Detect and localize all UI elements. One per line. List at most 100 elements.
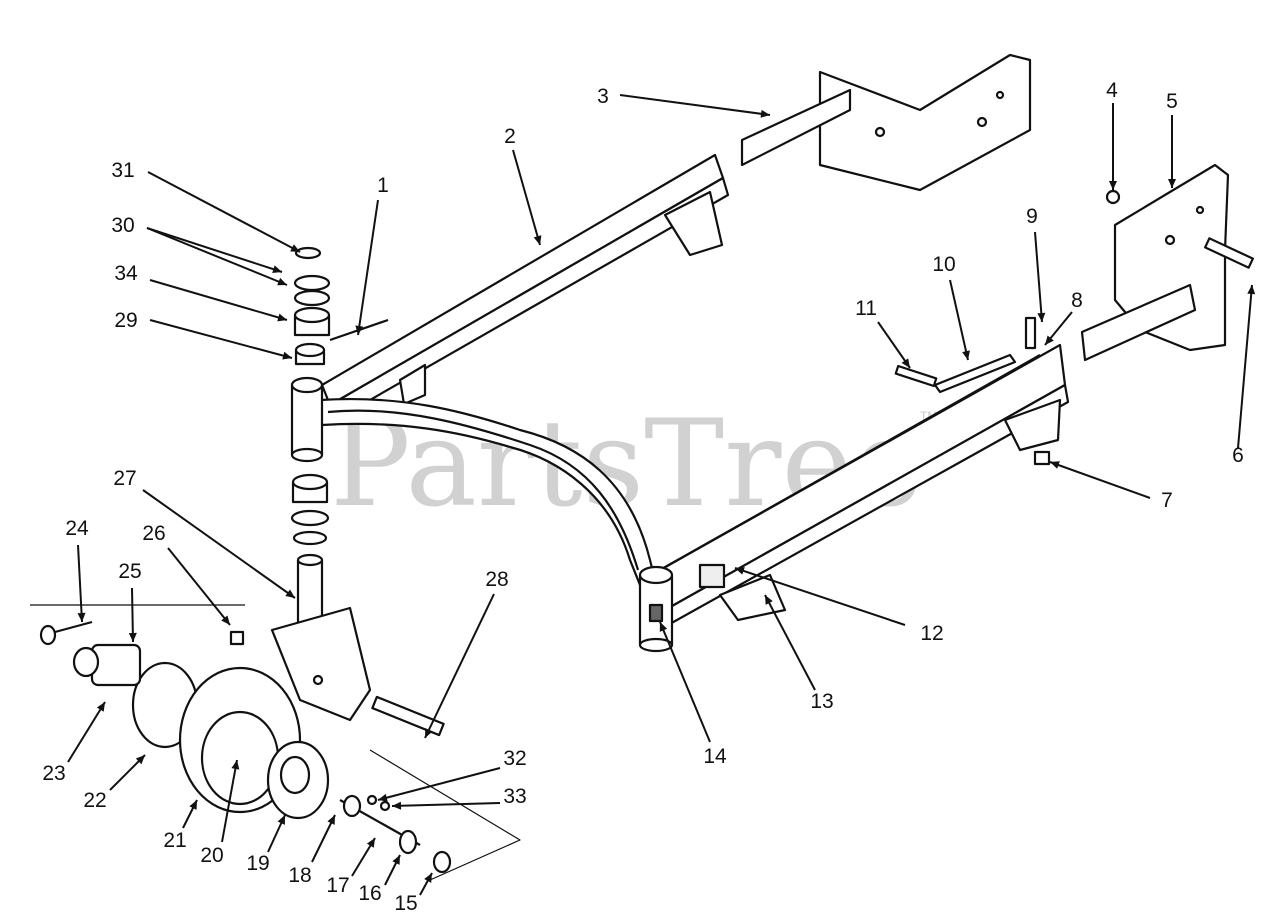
- wheel: [131, 661, 330, 820]
- axle-bolt-and-washers: [39, 620, 452, 874]
- leader-line: [1049, 461, 1151, 499]
- leader-arrowhead: [735, 567, 745, 575]
- callout-number: 11: [855, 297, 877, 320]
- leader-arrowhead: [392, 855, 400, 865]
- callout-number: 4: [1106, 79, 1118, 102]
- callout-number: 17: [326, 874, 349, 897]
- callout-7: 7: [1049, 461, 1173, 512]
- leader-line: [949, 279, 969, 361]
- leader-arrowhead: [962, 350, 970, 360]
- callout-33: 33: [391, 785, 527, 810]
- leader-line: [149, 319, 293, 359]
- leader-arrowhead: [135, 755, 145, 765]
- leader-arrowhead: [1109, 181, 1117, 190]
- callout-number: 24: [65, 517, 89, 540]
- callout-number: 13: [810, 690, 833, 713]
- callout-14: 14: [659, 621, 727, 768]
- callout-number: 31: [111, 159, 134, 182]
- bolt-11: [894, 364, 938, 388]
- callout-26: 26: [142, 522, 231, 626]
- callout-13: 13: [764, 594, 834, 713]
- leader-line: [221, 759, 238, 843]
- leader-arrowhead: [1045, 335, 1054, 345]
- leader-line: [424, 593, 495, 739]
- right-pivot-tube: [638, 565, 674, 653]
- callout-16: 16: [358, 854, 401, 905]
- leader-line: [167, 547, 231, 626]
- callout-29: 29: [114, 309, 293, 360]
- callout-number: 15: [394, 892, 417, 915]
- leader-arrowhead: [221, 615, 230, 625]
- leader-arrowhead: [424, 873, 432, 883]
- leader-arrowhead: [1168, 179, 1176, 188]
- leader-line: [377, 767, 501, 801]
- right-mounting-bracket: [1080, 163, 1230, 362]
- leader-arrowhead: [128, 632, 137, 642]
- callout-12: 12: [734, 567, 944, 645]
- callout-4: 4: [1106, 79, 1118, 190]
- left-pivot-tube: [290, 376, 324, 463]
- upper-bearing-stack: [293, 246, 331, 366]
- leader-line: [149, 279, 288, 321]
- callout-number: 32: [503, 747, 526, 770]
- nut-7: [1033, 450, 1051, 466]
- callout-number: 26: [142, 522, 165, 545]
- callout-number: 7: [1161, 489, 1173, 512]
- callout-number: 30: [111, 214, 134, 237]
- leader-arrowhead: [760, 109, 770, 118]
- leader-arrowhead: [1050, 461, 1060, 469]
- leader-line: [77, 544, 83, 623]
- leader-line: [142, 489, 296, 599]
- leader-arrowhead: [1037, 312, 1046, 322]
- callout-27: 27: [113, 467, 296, 599]
- leader-arrowhead: [290, 244, 300, 252]
- leader-line: [146, 227, 283, 273]
- callout-17: 17: [326, 837, 376, 897]
- leader-arrowhead: [277, 313, 287, 322]
- callout-number: 6: [1232, 444, 1244, 467]
- callout-number: 20: [200, 844, 223, 867]
- callout-number: 23: [42, 762, 65, 785]
- callout-2: 2: [504, 125, 542, 246]
- nut-4: [1105, 189, 1121, 205]
- callout-number: 19: [246, 852, 269, 875]
- callout-32: 32: [377, 747, 527, 802]
- bolt-9: [1024, 316, 1037, 350]
- callout-number: 1: [377, 174, 389, 197]
- callout-11: 11: [855, 297, 911, 369]
- leader-arrowhead: [392, 801, 402, 810]
- leader-arrowhead: [96, 702, 105, 712]
- left-mounting-bracket: [740, 53, 1032, 192]
- leader-arrowhead: [765, 595, 773, 605]
- callout-number: 9: [1026, 205, 1038, 228]
- fitting-33: [379, 800, 391, 812]
- callout-5: 5: [1166, 90, 1178, 188]
- callout-10: 10: [932, 253, 970, 361]
- callout-number: 21: [163, 829, 186, 852]
- leader-arrowhead: [378, 793, 388, 802]
- leader-arrowhead: [282, 351, 292, 360]
- lower-bearing-stack: [290, 473, 330, 546]
- leader-arrowhead: [277, 277, 287, 286]
- leader-arrowhead: [425, 728, 433, 738]
- leader-line: [659, 621, 711, 743]
- fitting-32: [366, 794, 378, 806]
- callout-8: 8: [1044, 289, 1083, 346]
- callout-number: 12: [920, 622, 943, 645]
- callout-number: 3: [597, 85, 609, 108]
- callout-number: 27: [113, 467, 136, 490]
- leader-line: [391, 802, 501, 807]
- callout-number: 10: [932, 253, 955, 276]
- callout-28: 28: [424, 568, 509, 739]
- callout-31: 31: [111, 159, 301, 253]
- leader-arrowhead: [901, 358, 910, 368]
- callout-24: 24: [65, 517, 89, 623]
- right-frame-rail: [658, 343, 1070, 627]
- left-frame-rail: [320, 153, 730, 422]
- callout-22: 22: [83, 754, 146, 812]
- bolt-6: [1204, 237, 1254, 269]
- fork-bolt: [371, 695, 445, 737]
- leader-arrowhead: [1247, 285, 1256, 295]
